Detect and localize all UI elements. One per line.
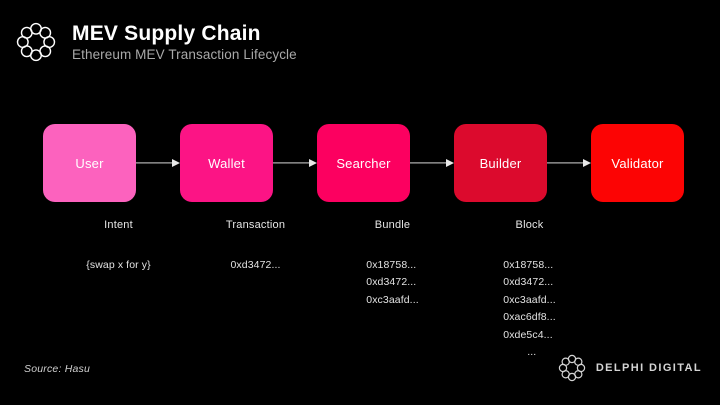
payload-line: 0x18758... xyxy=(366,259,417,271)
flow-node-builder[interactable]: Builder xyxy=(454,124,547,202)
payload-line: 0xac6df8... xyxy=(503,311,556,324)
arrow-shaft xyxy=(273,162,310,164)
column-spacer xyxy=(273,219,317,360)
footer-wordmark: DELPHI DIGITAL xyxy=(595,362,702,374)
flow-node-validator[interactable]: Validator xyxy=(591,124,684,202)
artifact-column-transaction: Transaction 0xd3472... xyxy=(180,219,285,360)
flow-node-user[interactable]: User xyxy=(43,124,136,202)
artifact-label: Bundle xyxy=(374,219,411,231)
arrow-shaft xyxy=(136,162,173,164)
column-spacer xyxy=(547,219,591,360)
flow-node-label: Validator xyxy=(611,155,664,171)
payload-line: 0xde5c4... xyxy=(503,328,553,341)
column-spacer xyxy=(136,219,180,360)
artifact-column-block: Block 0x18758... 0xd3472... 0xc3aafd... … xyxy=(454,219,555,360)
flow-arrow-3 xyxy=(410,158,454,168)
arrow-shaft xyxy=(547,162,584,164)
artifact-payload: 0xd3472... xyxy=(230,258,280,272)
flow-arrow-1 xyxy=(136,158,180,168)
source-note: Source: Hasu xyxy=(24,363,91,375)
flow-arrow-4 xyxy=(547,158,591,168)
footer-brand: DELPHI DIGITAL xyxy=(557,353,702,383)
flow-node-label: Wallet xyxy=(208,155,245,171)
arrow-shaft xyxy=(410,162,447,164)
flow-node-wallet[interactable]: Wallet xyxy=(180,124,273,202)
artifact-column-bundle: Bundle 0x18758... 0xd3472... 0xc3aafd... xyxy=(317,219,418,360)
payload-line: 0xc3aafd... xyxy=(503,293,556,306)
payload-line: 0xd3472... xyxy=(503,276,554,289)
payload-line: 0xd3472... xyxy=(230,259,281,271)
artifact-label: Intent xyxy=(104,219,133,231)
flow-node-searcher[interactable]: Searcher xyxy=(317,124,410,202)
arrow-right-icon xyxy=(309,159,317,167)
page-title: MEV Supply Chain xyxy=(72,21,261,45)
payload-line: 0x18758... xyxy=(503,259,554,271)
artifact-label: Block xyxy=(515,219,544,231)
artifact-column-intent: Intent {swap x for y} xyxy=(43,219,150,360)
flow-node-label: Builder xyxy=(479,155,522,171)
payload-line: 0xd3472... xyxy=(366,276,417,289)
flow-node-label: Searcher xyxy=(336,155,391,171)
artifact-column-trailing xyxy=(591,219,684,360)
arrow-right-icon xyxy=(172,159,180,167)
slide-header: MEV Supply Chain Ethereum MEV Transactio… xyxy=(14,20,297,64)
artifact-payload: {swap x for y} xyxy=(86,258,150,272)
artifact-label: Transaction xyxy=(225,219,286,231)
payload-line-ellipsis: ... xyxy=(527,346,537,359)
column-spacer xyxy=(410,219,454,360)
flow-arrow-2 xyxy=(273,158,317,168)
artifact-payload: 0x18758... 0xd3472... 0xc3aafd... xyxy=(366,258,418,307)
supply-chain-flow: User Wallet Searcher Builder Val xyxy=(43,124,684,202)
delphi-knot-logo-icon xyxy=(14,20,58,64)
artifact-columns: Intent {swap x for y} Transaction 0xd347… xyxy=(43,219,684,360)
delphi-knot-logo-icon xyxy=(557,353,587,383)
arrow-right-icon xyxy=(446,159,454,167)
page-subtitle: Ethereum MEV Transaction Lifecycle xyxy=(72,46,297,62)
arrow-right-icon xyxy=(583,159,591,167)
payload-line: {swap x for y} xyxy=(86,259,151,271)
header-text-block: MEV Supply Chain Ethereum MEV Transactio… xyxy=(72,22,297,63)
payload-line: 0xc3aafd... xyxy=(366,293,419,306)
flow-node-label: User xyxy=(75,155,104,171)
artifact-payload: 0x18758... 0xd3472... 0xc3aafd... 0xac6d… xyxy=(503,258,555,360)
